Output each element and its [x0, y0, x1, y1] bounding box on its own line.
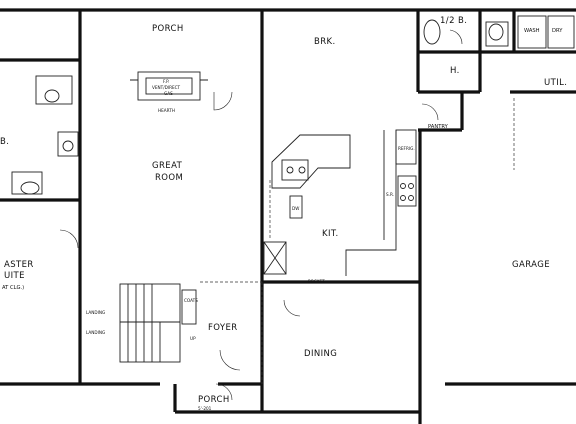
room-brk: BRK.: [314, 37, 336, 47]
room-kit: KIT.: [322, 229, 339, 239]
room-master-2: UITE: [4, 271, 25, 281]
room-left: B.: [0, 137, 9, 147]
label-refrig: REFRIG.: [398, 146, 415, 151]
label-fireplace-2: VENT/DIRECT: [152, 85, 181, 90]
room-pantry: PANTRY: [428, 124, 449, 130]
room-great-2: ROOM: [155, 173, 183, 183]
room-dry: DRY: [552, 28, 563, 34]
room-dining: DINING: [304, 349, 337, 359]
room-half-bath: 1/2 B.: [440, 16, 467, 26]
stair-treads: [127, 284, 161, 362]
label-cook: S.R.: [386, 192, 394, 197]
room-labels: PORCH BRK. 1/2 B. WASH DRY H. UTIL. PANT…: [0, 16, 567, 405]
label-fireplace-3: GAS: [164, 91, 173, 96]
fixture-labels: F.P. VENT/DIRECT GAS HEARTH LANDING LAND…: [86, 79, 415, 411]
label-fireplace-1: F.P.: [163, 79, 169, 84]
room-h: H.: [450, 66, 460, 76]
label-hearth: HEARTH: [158, 108, 175, 113]
label-landing-1: LANDING: [86, 310, 105, 315]
label-coats: COATS: [184, 298, 198, 303]
walls: [0, 8, 576, 424]
label-up: UP: [190, 336, 196, 341]
room-master-1: ASTER: [4, 260, 34, 270]
label-pocket: POCKET: [308, 279, 325, 284]
room-great-1: GREAT: [152, 161, 183, 171]
room-wash: WASH: [524, 28, 540, 34]
room-porch-bottom: PORCH: [198, 395, 230, 405]
room-master-3: AT CLG.): [2, 285, 24, 291]
label-dw: DW: [292, 206, 299, 211]
interior-lines: [11, 15, 575, 401]
room-util: UTIL.: [544, 78, 567, 88]
room-garage: GARAGE: [512, 260, 550, 270]
room-porch-top: PORCH: [152, 24, 184, 34]
room-foyer: FOYER: [208, 323, 238, 333]
label-porch-dim: 5'-201: [198, 406, 212, 411]
label-landing-2: LANDING: [86, 330, 105, 335]
